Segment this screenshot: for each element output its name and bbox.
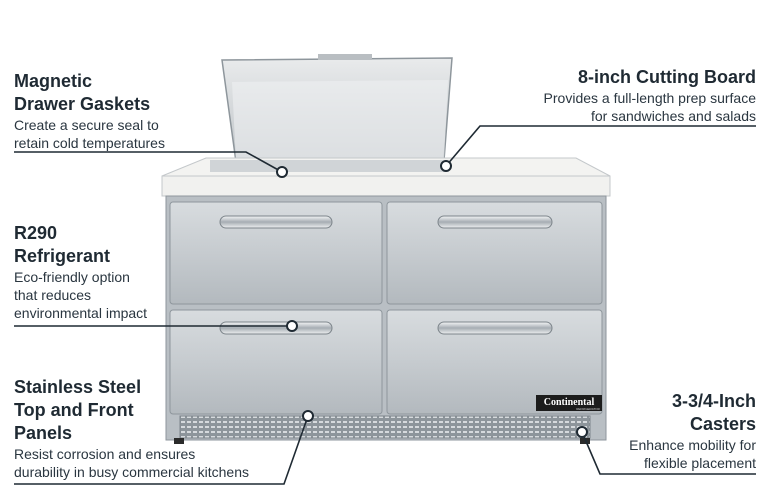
brand-badge: Continental REFRIGERATOR [536, 395, 602, 411]
leader-line-cutting-board [445, 125, 756, 167]
leader-line-casters [581, 431, 756, 475]
callout-magnetic-gaskets: Magnetic Drawer Gaskets Create a secure … [14, 70, 234, 152]
drawer-bottom-right [386, 309, 603, 415]
countertop [161, 157, 611, 197]
callout-description: Enhance mobility for flexible placement [629, 437, 756, 471]
callout-title: 3-3/4-Inch Casters [671, 391, 756, 434]
callout-description: Provides a full-length prep surface for … [543, 90, 756, 124]
marker-casters [576, 426, 588, 438]
drawer-top-right [386, 201, 603, 305]
callout-title: R290 Refrigerant [14, 223, 111, 266]
callout-stainless-steel: Stainless Steel Top and Front Panels Res… [14, 376, 304, 481]
callout-title: Stainless Steel Top and Front Panels [14, 377, 142, 443]
callout-cutting-board: 8-inch Cutting Board Provides a full-len… [496, 66, 756, 125]
vent-grille [179, 415, 591, 439]
callout-title: 8-inch Cutting Board [578, 67, 756, 87]
cutting-board-lid [221, 54, 453, 163]
brand-name: Continental [544, 397, 595, 408]
marker-cutting-board [440, 160, 452, 172]
marker-stainless [302, 410, 314, 422]
drawer-bottom-left [169, 309, 383, 415]
callout-description: Eco-friendly option that reduces environ… [14, 269, 148, 321]
callout-description: Create a secure seal to retain cold temp… [14, 117, 165, 151]
drawer-top-left [169, 201, 383, 305]
marker-refrigerant [286, 320, 298, 332]
leader-line-stainless [14, 415, 309, 485]
brand-subtitle: REFRIGERATOR [576, 407, 600, 411]
callout-title: Magnetic Drawer Gaskets [14, 71, 151, 114]
callout-refrigerant: R290 Refrigerant Eco-friendly option tha… [14, 222, 204, 322]
caster-left [174, 438, 184, 444]
leader-line-gaskets [14, 151, 283, 173]
marker-gaskets [276, 166, 288, 178]
callout-casters: 3-3/4-Inch Casters Enhance mobility for … [556, 390, 756, 472]
callout-description: Resist corrosion and ensures durability … [14, 446, 249, 480]
